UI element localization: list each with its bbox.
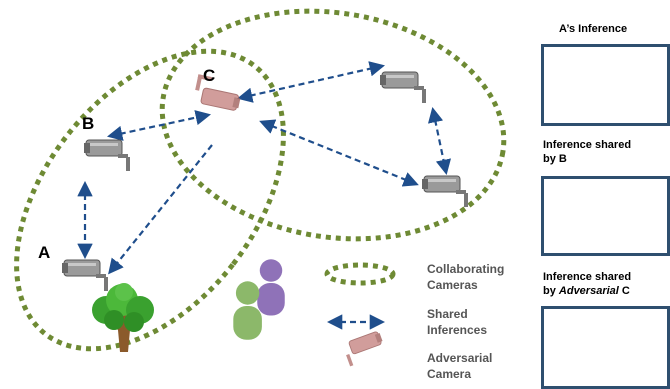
panel-c-frame [541,306,670,389]
panel-b-title: Inference shared by B [543,138,631,166]
panel-c-title-prefix: by [543,285,559,297]
legend-collaborating-line2: Cameras [427,278,478,292]
legend-adversarial-label: Adversarial Camera [427,350,492,382]
legend-collaborating-icon [324,262,396,286]
camera-b-label: B [82,114,95,133]
camera-a-icon [61,259,109,292]
panel-a-title: A’s Inference [559,23,628,35]
camera-a-label: A [38,243,51,262]
legend-shared-label: Shared Inferences [427,306,487,338]
panel-b-title-line2: by B [543,153,567,165]
panel-c-title-italic: Adversarial [558,285,619,297]
arrow-c-cam2 [259,119,419,187]
legend-adversarial-camera-icon [346,331,383,367]
arrow-c-a [108,144,213,275]
collaboration-zone-left [14,48,286,352]
tree-icon [92,283,154,352]
legend-collaborating-label: Collaborating Cameras [427,261,504,293]
camera-bottom-right-icon [421,175,469,208]
panel-c-title-line2: by Adversarial C [543,284,631,298]
shared-inference-arrows [77,61,452,275]
legend-adversarial-line2: Camera [427,367,472,381]
arrow-cam1-cam2 [427,106,452,176]
legend-collaborating-line1: Collaborating [427,262,505,276]
arrow-c-cam1 [236,61,386,103]
camera-c-label: C [203,66,216,85]
panel-c-title: Inference shared by Adversarial C [543,270,631,298]
panel-b-title-line1: Inference shared [543,139,632,151]
collaboration-zone-right [159,8,507,242]
camera-top-right-icon [379,71,427,104]
panel-c-title-suffix: C [618,285,630,297]
legend-person-green-icon [233,281,262,340]
adversarial-camera-c-icon [195,74,241,111]
arrow-b-c [106,110,212,141]
legend-adversarial-line1: Adversarial [427,351,493,365]
panel-b-frame [541,176,670,256]
panel-a-frame [541,44,670,126]
panel-c-title-line1: Inference shared [543,271,632,283]
legend-shared-line1: Shared [427,307,468,321]
legend-shared-line2: Inferences [427,323,488,337]
legend-person-purple-icon [257,259,285,316]
camera-b-icon [83,139,131,172]
